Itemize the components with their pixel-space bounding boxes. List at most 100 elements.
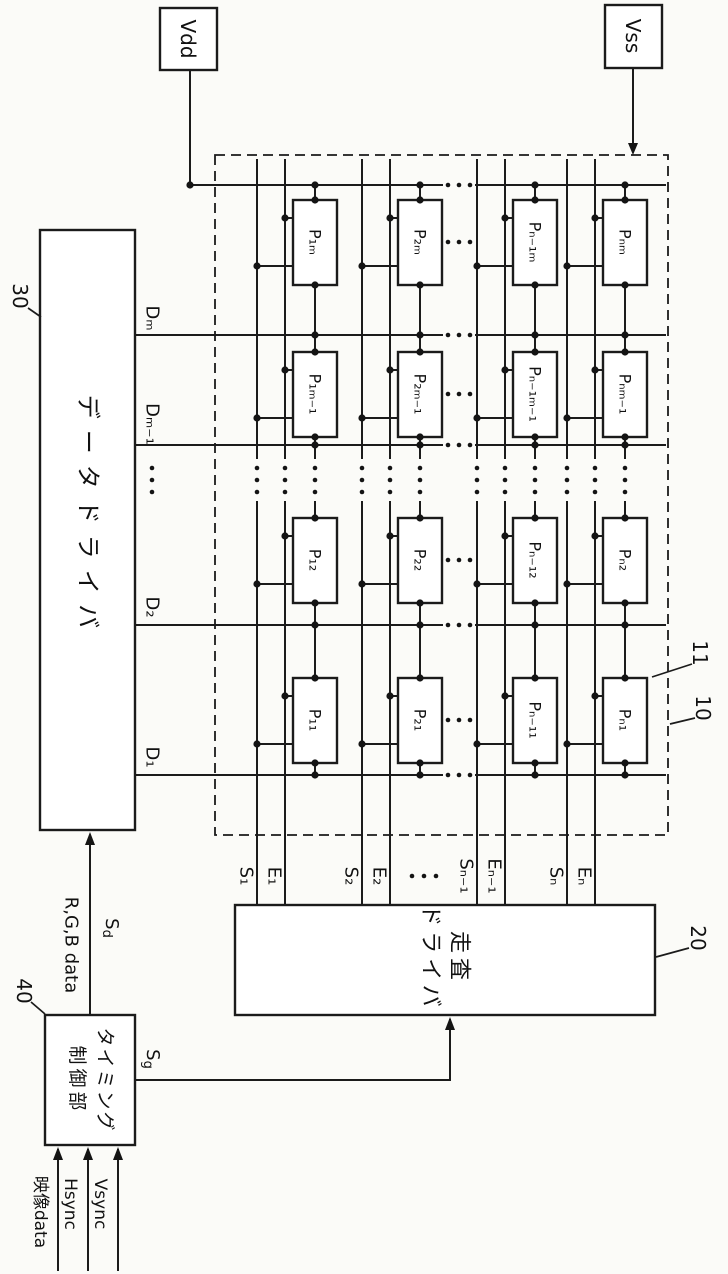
ellipsis-dot <box>417 477 423 483</box>
pixel-label: Pₙₘ <box>616 229 635 255</box>
junction-dot <box>501 214 509 222</box>
hsync-label: Hsync <box>60 1178 80 1230</box>
ellipsis-dot <box>502 465 508 471</box>
junction-dot <box>416 514 424 522</box>
vss-arrowhead <box>628 143 638 155</box>
junction-dot <box>531 331 539 339</box>
vdd-label: Vdd <box>176 19 200 58</box>
ellipsis-dot <box>387 489 393 495</box>
vdd-terminal-box <box>158 6 219 72</box>
ellipsis-dot <box>564 465 570 471</box>
ellipsis-dot <box>445 239 451 245</box>
junction-dot <box>473 262 481 270</box>
junction-dot <box>311 759 319 767</box>
ellipsis-dot <box>532 465 538 471</box>
ellipsis-dot <box>474 489 480 495</box>
pixel-box-P2-row_m1 <box>396 350 444 439</box>
pixel-label: P₁ₘ₋₁ <box>306 374 325 415</box>
data-line-label-dm: Dₘ <box>142 305 163 330</box>
junction-dot <box>311 441 319 449</box>
pixel-box-Pn-row_m <box>601 198 649 287</box>
ref-30: 30 <box>8 283 32 308</box>
junction-dot <box>416 771 424 779</box>
sg-subscript: g <box>141 1061 156 1069</box>
junction-dot <box>531 348 539 356</box>
junction-dot <box>621 759 629 767</box>
junction-dot <box>563 262 571 270</box>
pixel-label: Pₙ₂ <box>616 549 635 571</box>
ellipsis-dot <box>456 772 462 778</box>
junction-dot <box>416 599 424 607</box>
junction-dot <box>621 674 629 682</box>
display-panel-outline <box>214 154 669 836</box>
scan-driver-box <box>233 903 657 1017</box>
junction-dot <box>253 414 261 422</box>
ref-40: 40 <box>12 978 36 1003</box>
ellipsis-dot <box>592 465 598 471</box>
scan-line-label-s1: S₁ <box>236 867 257 886</box>
junction-dots <box>186 181 629 779</box>
junction-dot <box>531 441 539 449</box>
junction-dot <box>563 580 571 588</box>
ref-30-leader <box>27 307 42 318</box>
ref-10: 10 <box>691 695 715 720</box>
timing-controller-label-line2: 制御部 <box>66 1045 88 1114</box>
ellipsis-dot <box>312 465 318 471</box>
junction-dot <box>253 580 261 588</box>
sd-subscript: d <box>100 930 115 938</box>
junction-dot <box>416 674 424 682</box>
pixel-label: Pₙ₋₁ₘ <box>526 222 545 263</box>
junction-dot <box>358 580 366 588</box>
ellipsis-dot <box>592 489 598 495</box>
junction-dot <box>386 366 394 374</box>
ref-10-leader <box>669 717 696 725</box>
ellipsis-dot <box>456 391 462 397</box>
pixel-label: P₁₂ <box>306 549 325 571</box>
junction-dot <box>311 181 319 189</box>
pixel-box-P1-row_1 <box>291 676 339 765</box>
ref-40-leader <box>30 1001 46 1015</box>
junction-dot <box>358 414 366 422</box>
junction-dot <box>386 692 394 700</box>
junction-dot <box>531 674 539 682</box>
junction-dot <box>531 771 539 779</box>
ellipsis-dot <box>387 477 393 483</box>
data-line-label-dm1: Dₘ₋₁ <box>142 403 163 445</box>
ellipsis-dot <box>622 465 628 471</box>
junction-dot <box>563 414 571 422</box>
pixel-box-Pn-1-row_m <box>511 198 559 287</box>
junction-dot <box>531 433 539 441</box>
ellipsis-dot <box>474 465 480 471</box>
ellipsis-dots <box>149 182 628 879</box>
junction-dot <box>311 771 319 779</box>
ellipsis-dot <box>445 182 451 188</box>
pixel-label: Pₙ₋₁₂ <box>526 541 545 578</box>
junction-dot <box>253 262 261 270</box>
ellipsis-dot <box>564 489 570 495</box>
ellipsis-dot <box>622 477 628 483</box>
ellipsis-dot <box>282 489 288 495</box>
ellipsis-dot <box>359 489 365 495</box>
junction-dot <box>416 281 424 289</box>
external-wires <box>57 67 634 1271</box>
pixel-label: P₁₁ <box>306 709 325 731</box>
ellipsis-dot <box>456 182 462 188</box>
blocks <box>38 3 664 1147</box>
sd-label: Sd <box>100 918 123 938</box>
junction-dot <box>416 621 424 629</box>
ellipsis-dot <box>592 477 598 483</box>
ellipsis-dot <box>564 477 570 483</box>
junction-dot <box>253 740 261 748</box>
junction-dot <box>416 181 424 189</box>
ellipsis-dot <box>282 465 288 471</box>
data-driver-box <box>38 228 137 832</box>
junction-dot <box>358 740 366 748</box>
junction-dot <box>311 196 319 204</box>
junction-dot <box>311 331 319 339</box>
sg-base: S <box>143 1049 164 1060</box>
ellipsis-dot <box>532 489 538 495</box>
ellipsis-dot <box>149 477 155 483</box>
